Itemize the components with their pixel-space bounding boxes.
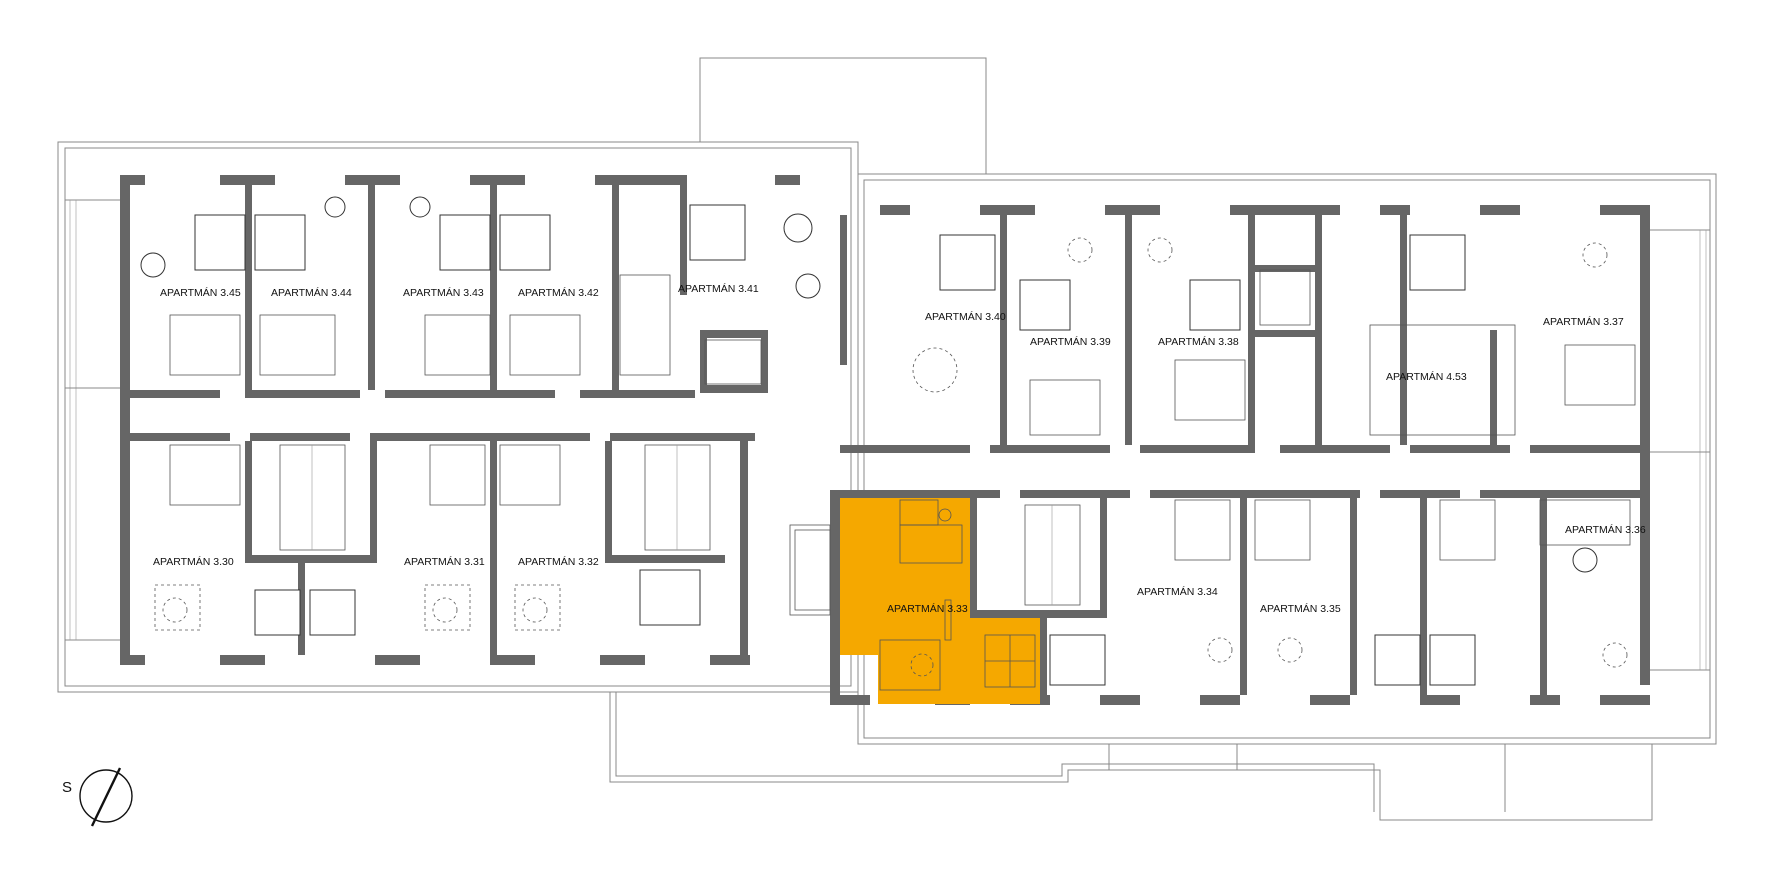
label-apartment-3-31: APARTMÁN 3.31 — [404, 555, 485, 568]
label-apartment-3-34: APARTMÁN 3.34 — [1137, 585, 1218, 598]
label-apartment-3-37: APARTMÁN 3.37 — [1543, 315, 1624, 328]
label-apartment-3-43: APARTMÁN 3.43 — [403, 286, 484, 299]
label-apartment-3-44: APARTMÁN 3.44 — [271, 286, 352, 299]
apartment-labels: APARTMÁN 3.45 APARTMÁN 3.44 APARTMÁN 3.4… — [153, 282, 1646, 615]
label-apartment-3-35: APARTMÁN 3.35 — [1260, 602, 1341, 615]
highlight-apartment-3-33[interactable] — [840, 498, 1040, 704]
interior-walls — [130, 175, 1640, 695]
label-apartment-3-42: APARTMÁN 3.42 — [518, 286, 599, 299]
label-apartment-3-30: APARTMÁN 3.30 — [153, 555, 234, 568]
label-apartment-3-40: APARTMÁN 3.40 — [925, 310, 1006, 323]
label-apartment-3-39: APARTMÁN 3.39 — [1030, 335, 1111, 348]
label-apartment-3-36: APARTMÁN 3.36 — [1565, 523, 1646, 536]
apartment-3-33-details — [840, 490, 1047, 704]
furniture — [140, 196, 1636, 686]
label-apartment-3-38: APARTMÁN 3.38 — [1158, 335, 1239, 348]
label-apartment-3-41: APARTMÁN 3.41 — [678, 282, 759, 295]
label-apartment-3-33: APARTMÁN 3.33 — [887, 602, 968, 615]
label-apartment-4-53: APARTMÁN 4.53 — [1386, 370, 1467, 383]
roof-outline — [57, 57, 1717, 821]
label-apartment-3-45: APARTMÁN 3.45 — [160, 286, 241, 299]
label-apartment-3-32: APARTMÁN 3.32 — [518, 555, 599, 568]
north-arrow: S — [62, 767, 133, 827]
north-arrow-label: S — [62, 779, 72, 796]
